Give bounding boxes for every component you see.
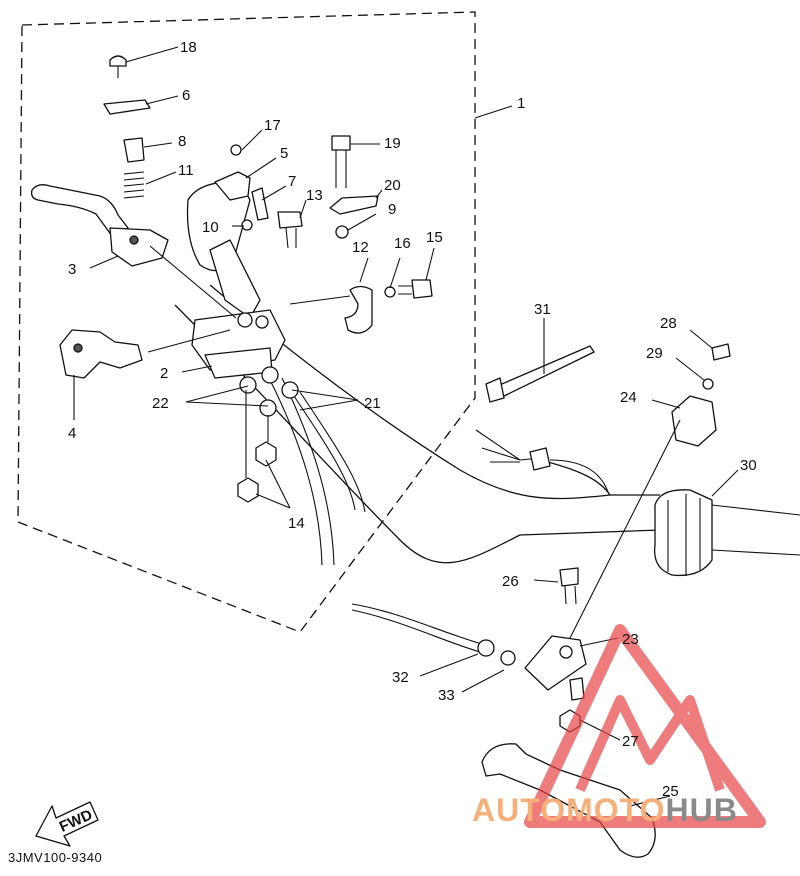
callout-6: 6 xyxy=(182,87,190,104)
watermark-logo xyxy=(524,624,766,828)
callout-31: 31 xyxy=(534,301,551,318)
throttle-grip xyxy=(653,489,800,577)
callout-4: 4 xyxy=(68,425,76,442)
fwd-arrow: FWD xyxy=(35,801,99,847)
callout-5: 5 xyxy=(280,145,288,162)
callout-25: 25 xyxy=(662,783,679,800)
watermark-part1: AUTOMOTO xyxy=(472,792,666,828)
callout-7: 7 xyxy=(288,173,296,190)
hardware xyxy=(103,55,731,733)
part-code: 3JMV100-9340 xyxy=(8,850,103,865)
clutch-cable xyxy=(351,603,483,653)
callout-10: 10 xyxy=(202,219,219,236)
brake-lever xyxy=(30,184,169,267)
callout-11: 11 xyxy=(178,162,194,179)
clutch-lever xyxy=(481,743,656,858)
master-cylinder xyxy=(186,181,286,379)
leader-lines xyxy=(73,46,739,807)
callout-23: 23 xyxy=(622,631,639,648)
brake-hoses xyxy=(269,377,366,566)
callout-9: 9 xyxy=(388,201,396,218)
callout-2: 2 xyxy=(160,365,168,382)
callout-26: 26 xyxy=(502,573,519,590)
callout-13: 13 xyxy=(306,187,323,204)
brake-switch xyxy=(59,329,143,379)
callout-19: 19 xyxy=(384,135,401,152)
callout-16: 16 xyxy=(394,235,411,252)
callout-22: 22 xyxy=(152,395,169,412)
fwd-label: FWD xyxy=(57,806,95,835)
callout-24: 24 xyxy=(620,389,637,406)
callout-21: 21 xyxy=(364,395,381,412)
callout-8: 8 xyxy=(178,133,186,150)
callout-1: 1 xyxy=(517,95,525,112)
callout-27: 27 xyxy=(622,733,639,750)
callout-17: 17 xyxy=(264,117,281,134)
callout-30: 30 xyxy=(740,457,757,474)
assembly-boundary xyxy=(17,11,476,633)
callout-29: 29 xyxy=(646,345,663,362)
callout-28: 28 xyxy=(660,315,677,332)
callout-15: 15 xyxy=(426,229,443,246)
callout-18: 18 xyxy=(180,39,197,56)
callout-12: 12 xyxy=(352,239,369,256)
callout-33: 33 xyxy=(438,687,455,704)
watermark-text: AUTOMOTOHUB xyxy=(472,792,738,829)
holder xyxy=(344,285,373,334)
watermark-part2: HUB xyxy=(665,792,738,828)
callout-20: 20 xyxy=(384,177,401,194)
callout-numbers: 1 2 3 4 5 6 7 8 9 10 11 12 13 14 15 16 1… xyxy=(68,39,757,800)
callout-14: 14 xyxy=(288,515,305,532)
callout-3: 3 xyxy=(68,261,76,278)
callout-32: 32 xyxy=(392,669,409,686)
